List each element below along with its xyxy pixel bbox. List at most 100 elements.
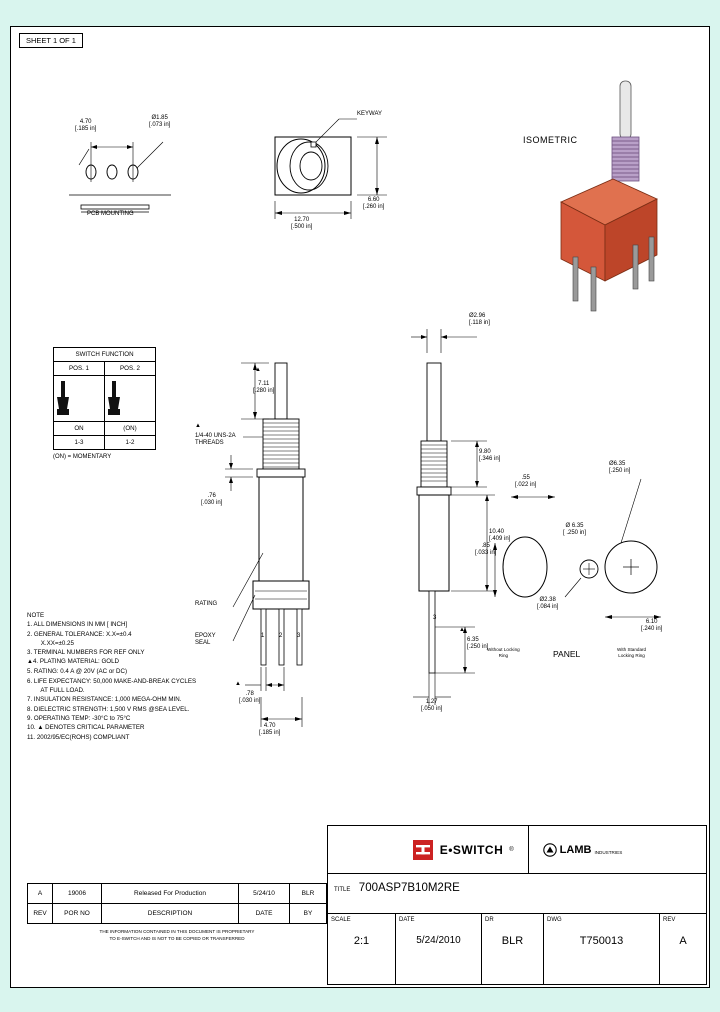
note-item-9: 9. OPERATING TEMP: -30°C to 75°C — [27, 714, 131, 722]
front-dim-78: .78 [.030 in] — [239, 691, 261, 705]
note-item-5: 5. RATING: 0.4 A @ 20V (AC or DC) — [27, 668, 128, 676]
field-dr-label: DR — [485, 917, 494, 923]
eswitch-tm: ® — [509, 846, 514, 853]
desc-header: DESCRIPTION — [101, 903, 239, 924]
note-item-4: ▲4. PLATING MATERIAL: GOLD — [27, 657, 317, 667]
switch-function-title: SWITCH FUNCTION — [53, 347, 156, 362]
switch-function-grid: SWITCH FUNCTION POS. 1 POS. 2 — [53, 347, 156, 450]
panel-dim-238: Ø2.38 [.084 in] — [537, 597, 559, 611]
keyway-height-dim: 6.60 [.260 in] — [363, 197, 385, 211]
front-dim-711: 7.11 [.280 in] — [253, 381, 275, 395]
field-row: SCALE 2:1 DATE 5/24/2010 DR BLR DWG T750… — [328, 914, 706, 985]
pcb-dim-hole-dia: Ø1.85 [.073 in] — [149, 115, 171, 129]
field-rev: REV A — [660, 914, 706, 985]
field-date-value: 5/24/2010 — [416, 935, 461, 946]
note-item-6b: AT FULL LOAD. — [27, 687, 85, 695]
front-label-epoxy: EPOXY SEAL — [195, 633, 216, 647]
field-date-label: DATE — [399, 917, 415, 923]
view-panel: Ø6.35 [.250 in] .55 [.022 in] .85 [.033 … — [475, 447, 701, 707]
field-rev-label: REV — [663, 917, 676, 923]
date-header: DATE — [238, 903, 290, 924]
note-item-6: 6. LIFE EXPECTANCY: 50,000 MAKE-AND-BREA… — [27, 677, 197, 685]
revision-block: A 19006 Released For Production 5/24/10 … — [27, 883, 327, 943]
field-dr-value: BLR — [501, 935, 524, 947]
switch-icon-pos1 — [53, 375, 105, 422]
revision-table: A 19006 Released For Production 5/24/10 … — [27, 883, 327, 924]
panel-dim-635: Ø6.35 [.250 in] — [609, 461, 631, 475]
eswitch-mark-icon — [412, 839, 433, 860]
field-date: DATE 5/24/2010 — [396, 914, 482, 985]
notes-block: NOTE 1. ALL DIMENSIONS IN MM [ INCH] 2. … — [27, 611, 317, 742]
switch-function-header-pos1: POS. 1 — [53, 361, 105, 376]
switch-function-footnote: (ON) = MOMENTARY — [53, 454, 112, 460]
note-item-7: 7. INSULATION RESISTANCE: 1,000 MEGA-OHM… — [27, 696, 182, 704]
svg-text:2: 2 — [279, 633, 283, 639]
view-keyway: KEYWAY 12.70 [.500 in] 6.60 [.260 in] — [261, 89, 421, 239]
logo-divider — [527, 825, 529, 874]
switch-icon-pos2 — [104, 375, 156, 422]
critical-marker-1: ▲ — [255, 367, 261, 373]
isometric-label: ISOMETRIC — [523, 135, 578, 145]
panel-dim-610: 6.10 [.240 in] — [641, 619, 663, 633]
switch-state-pos2: (ON) — [104, 421, 156, 436]
toggle-up-icon — [57, 380, 69, 415]
lamb-mark-icon — [542, 842, 557, 857]
svg-text:3: 3 — [433, 615, 437, 621]
date-value: 5/24/10 — [238, 883, 290, 904]
note-item-8: 8. DIELECTRIC STRENGTH: 1,500 V RMS @SEA… — [27, 705, 190, 713]
by-value: BLR — [289, 883, 327, 904]
field-dwg: DWG T750013 — [544, 914, 660, 985]
view-pcb-mounting: 4.70 [.185 in] Ø1.85 [.073 in] PCB MOUNT… — [41, 87, 241, 217]
panel-dim-55: .55 [.022 in] — [515, 475, 537, 489]
toggle-up-icon-2 — [108, 380, 120, 415]
svg-text:1: 1 — [261, 633, 265, 639]
lamb-logo: LAMB INDUSTRIES — [542, 842, 623, 857]
title-row: TITLE 700ASP7B10M2RE — [328, 874, 706, 914]
front-dim-470: 4.70 [.185 in] — [259, 723, 281, 737]
lamb-subtext: INDUSTRIES — [594, 849, 623, 855]
drawing-sheet: SHEET 1 OF 1 4.70 [.185 in] Ø1.85 [.073 … — [10, 26, 710, 988]
keyway-width-dim: 12.70 [.500 in] — [291, 217, 313, 231]
side-dim-635: 6.35 [.250 in] — [467, 637, 489, 651]
side-dim-127: 1.27 [.050 in] — [421, 699, 443, 713]
proprietary-notice: THE INFORMATION CONTAINED IN THIS DOCUME… — [99, 929, 255, 941]
front-dim-76: .76 [.030 in] — [201, 493, 223, 507]
critical-marker-4: ▲ — [459, 627, 465, 633]
switch-terminals-pos1: 1-3 — [53, 435, 105, 450]
field-scale-label: SCALE — [331, 917, 351, 923]
side-dim-980: 9.80 [.346 in] — [479, 449, 501, 463]
note-item-10: 10. ▲ DENOTES CRITICAL PARAMETER — [27, 724, 145, 732]
switch-terminals-pos2: 1-2 — [104, 435, 156, 450]
eswitch-logo: E•SWITCH ® — [412, 839, 514, 861]
rev-header: REV — [27, 903, 53, 924]
title-value: 700ASP7B10M2RE — [358, 882, 460, 894]
front-thread-note: 1/4-40 UNS-2A THREADS — [195, 433, 236, 447]
field-dr: DR BLR — [482, 914, 544, 985]
por-value: 19006 — [52, 883, 102, 904]
panel-note-right: With Standard Locking Ring — [617, 647, 647, 658]
pcb-dim-spacing: 4.70 [.185 in] — [75, 119, 97, 133]
view-front: 1 2 3 7.11 [.280 in] ▲ 1/4-40 UNS-2A THR… — [195, 345, 377, 765]
field-scale-value: 2:1 — [353, 935, 370, 947]
svg-text:3: 3 — [297, 633, 301, 639]
sheet-label: SHEET 1 OF 1 — [19, 33, 83, 48]
front-label-rating: RATING — [195, 601, 218, 607]
critical-marker-note: ▲ — [27, 659, 33, 666]
panel-dim-hole: Ø 6.35 [ .250 in] — [563, 523, 587, 537]
panel-label: PANEL — [553, 649, 581, 659]
note-item-1: 1. ALL DIMENSIONS IN MM [ INCH] — [27, 621, 128, 629]
note-item-4-text: 4. PLATING MATERIAL: GOLD — [32, 658, 120, 666]
note-item-3: 3. TERMINAL NUMBERS FOR REF ONLY — [27, 649, 145, 657]
critical-marker-3: ▲ — [235, 681, 241, 687]
field-dwg-label: DWG — [547, 917, 562, 923]
por-header: POR NO — [52, 903, 102, 924]
switch-state-pos1: ON — [53, 421, 105, 436]
revision-header-row: REV POR NO DESCRIPTION DATE BY — [27, 903, 327, 924]
panel-note-left: Without Locking Ring — [487, 647, 520, 658]
keyway-label: KEYWAY — [357, 111, 383, 117]
side-dim-1040: 10.40 [.409 in] — [489, 529, 511, 543]
panel-dim-85: .85 [.033 in] — [475, 543, 497, 557]
title-label: TITLE — [334, 887, 351, 893]
note-item-2b: X.XX=±0.25 — [27, 639, 74, 647]
logo-row: E•SWITCH ® LAMB INDUSTRIES — [328, 825, 706, 874]
